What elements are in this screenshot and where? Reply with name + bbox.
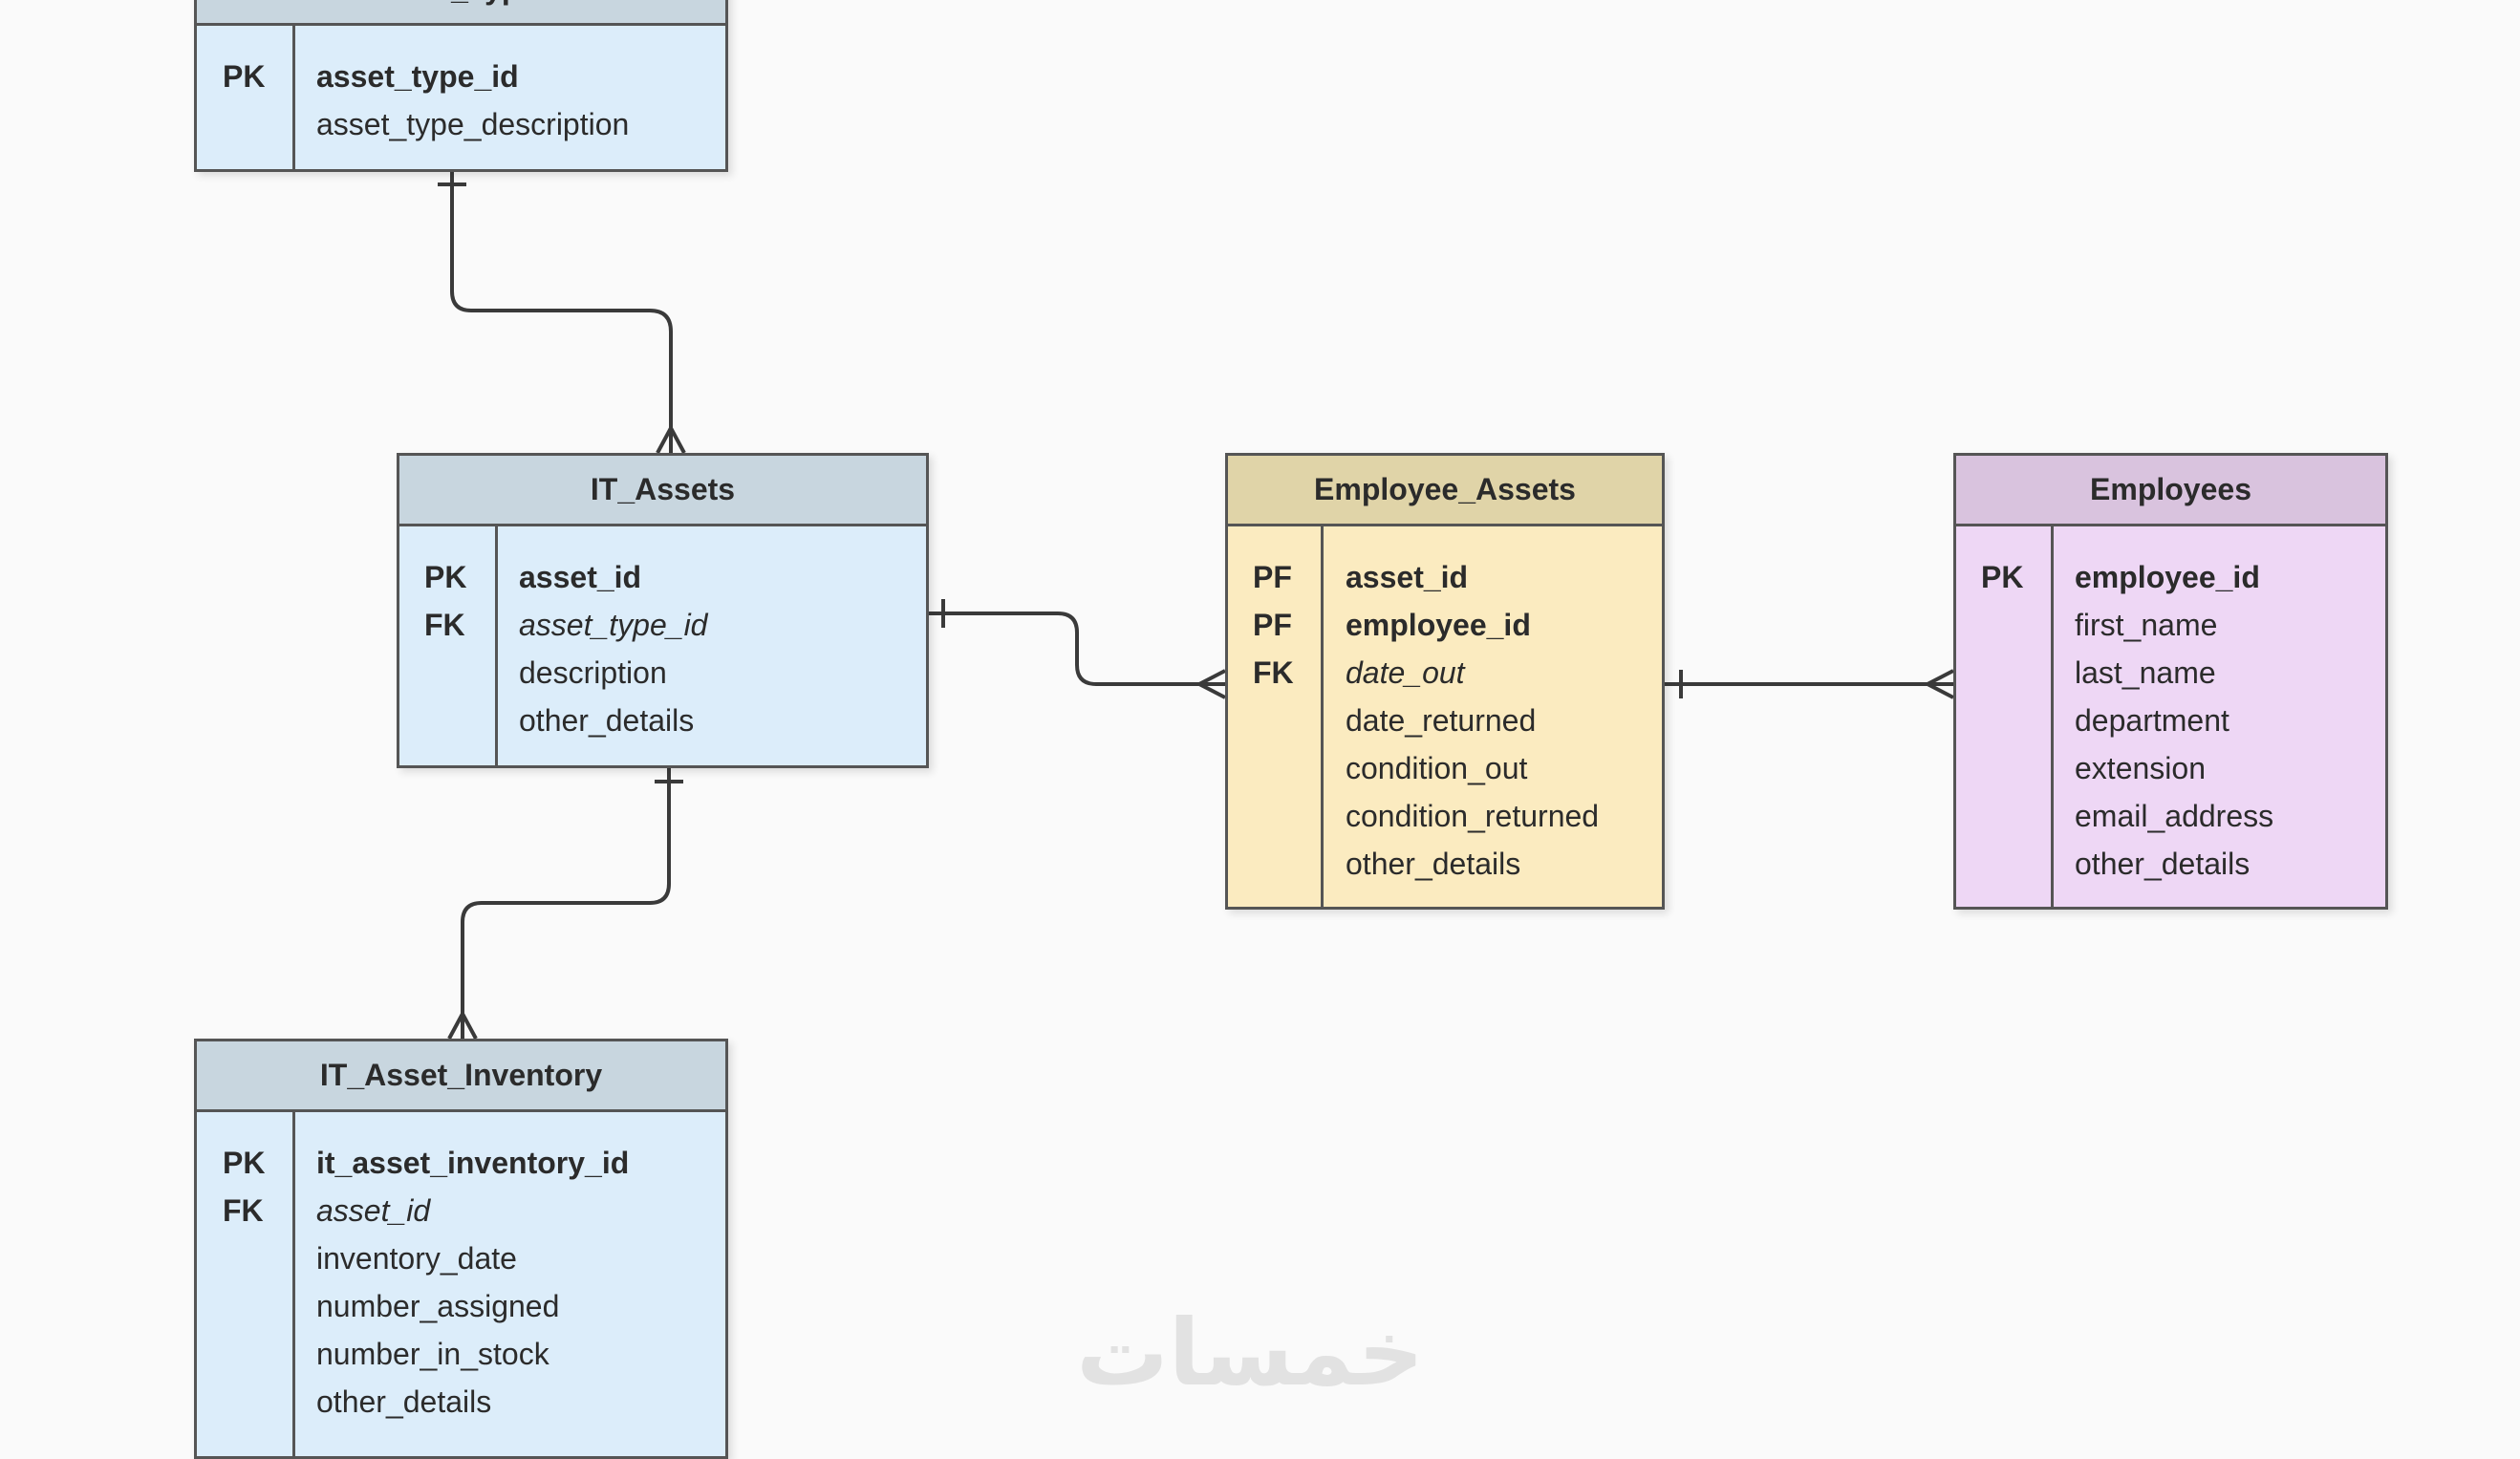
relationship-it-assets-employee-assets	[929, 611, 1225, 686]
field-row[interactable]: condition_out	[1228, 744, 1662, 792]
key-column-divider	[1321, 526, 1324, 907]
key-badge: PK	[424, 560, 467, 594]
field-row[interactable]: number_assigned	[197, 1282, 725, 1330]
table-title[interactable]: IT_Assets	[399, 456, 926, 526]
field-row[interactable]: PF employee_id	[1228, 601, 1662, 649]
field-row[interactable]: FK date_out	[1228, 649, 1662, 697]
field-name: asset_type_description	[316, 107, 630, 141]
table-fields: PK employee_id first_name last_name departme…	[1956, 526, 2385, 907]
key-badge: PK	[223, 59, 266, 94]
key-badge: FK	[223, 1193, 264, 1228]
relationship-it-assets-inventory	[461, 768, 671, 1039]
relationship-lines	[438, 172, 1954, 1040]
field-name: description	[519, 655, 667, 690]
field-name: employee_id	[1346, 608, 1531, 642]
field-name: other_details	[519, 703, 695, 738]
field-row[interactable]: PF asset_id	[1228, 553, 1662, 601]
field-name: date_returned	[1346, 703, 1537, 738]
field-row[interactable]: PK asset_type_id	[197, 53, 725, 100]
field-row[interactable]: other_details	[399, 697, 926, 744]
key-badge: PF	[1253, 608, 1292, 642]
field-row[interactable]: condition_returned	[1228, 792, 1662, 840]
crows-foot	[1923, 669, 1954, 699]
field-row[interactable]: extension	[1956, 744, 2385, 792]
watermark-logo: خمسات	[1076, 1302, 1424, 1405]
field-name: number_in_stock	[316, 1337, 549, 1371]
key-column-divider	[292, 26, 295, 169]
field-name: employee_id	[2075, 560, 2260, 594]
field-row[interactable]: number_in_stock	[197, 1330, 725, 1378]
field-name: email_address	[2075, 799, 2274, 833]
table-title[interactable]: Employees	[1956, 456, 2385, 526]
field-row[interactable]: email_address	[1956, 792, 2385, 840]
field-name: asset_id	[1346, 560, 1469, 594]
key-badge: FK	[424, 608, 465, 642]
field-name: other_details	[1346, 847, 1521, 881]
field-name: other_details	[316, 1384, 492, 1419]
field-name: condition_returned	[1346, 799, 1600, 833]
field-row[interactable]: other_details	[1228, 840, 1662, 888]
field-row[interactable]: description	[399, 649, 926, 697]
field-name: other_details	[2075, 847, 2251, 881]
table-asset-types[interactable]: Asset_TypesPK asset_type_id asset_type_des…	[194, 0, 728, 172]
table-title[interactable]: Asset_Types	[197, 0, 725, 26]
key-badge: PK	[223, 1146, 266, 1180]
crows-foot	[656, 423, 686, 454]
field-name: first_name	[2075, 608, 2218, 642]
field-name: asset_id	[316, 1193, 431, 1228]
field-row[interactable]: department	[1956, 697, 2385, 744]
field-row[interactable]: first_name	[1956, 601, 2385, 649]
crows-foot	[1195, 669, 1226, 699]
field-row[interactable]: other_details	[1956, 840, 2385, 888]
table-fields: PK asset_type_id asset_type_description	[197, 26, 725, 169]
field-name: number_assigned	[316, 1289, 560, 1323]
table-title[interactable]: IT_Asset_Inventory	[197, 1041, 725, 1112]
field-row[interactable]: FK asset_type_id	[399, 601, 926, 649]
key-badge: FK	[1253, 655, 1294, 690]
field-name: department	[2075, 703, 2229, 738]
field-row[interactable]: date_returned	[1228, 697, 1662, 744]
key-badge: PK	[1981, 560, 2024, 594]
field-name: last_name	[2075, 655, 2216, 690]
key-column-divider	[2051, 526, 2054, 907]
key-badge: PF	[1253, 560, 1292, 594]
field-name: inventory_date	[316, 1241, 517, 1276]
field-name: asset_type_id	[519, 608, 708, 642]
crows-foot	[447, 1009, 478, 1040]
field-name: asset_id	[519, 560, 642, 594]
field-name: date_out	[1346, 655, 1465, 690]
field-name: condition_out	[1346, 751, 1528, 785]
field-row[interactable]: PK employee_id	[1956, 553, 2385, 601]
relationship-asset-types-it-assets	[450, 172, 673, 453]
table-title[interactable]: Employee_Assets	[1228, 456, 1662, 526]
key-column-divider	[495, 526, 498, 765]
field-name: it_asset_inventory_id	[316, 1146, 630, 1180]
key-column-divider	[292, 1112, 295, 1456]
field-row[interactable]: last_name	[1956, 649, 2385, 697]
field-row[interactable]: FK asset_id	[197, 1187, 725, 1234]
field-row[interactable]: asset_type_description	[197, 100, 725, 148]
field-row[interactable]: PK it_asset_inventory_id	[197, 1139, 725, 1187]
field-name: extension	[2075, 751, 2206, 785]
field-row[interactable]: PK asset_id	[399, 553, 926, 601]
field-name: asset_type_id	[316, 59, 519, 94]
field-row[interactable]: other_details	[197, 1378, 725, 1426]
field-row[interactable]: inventory_date	[197, 1234, 725, 1282]
